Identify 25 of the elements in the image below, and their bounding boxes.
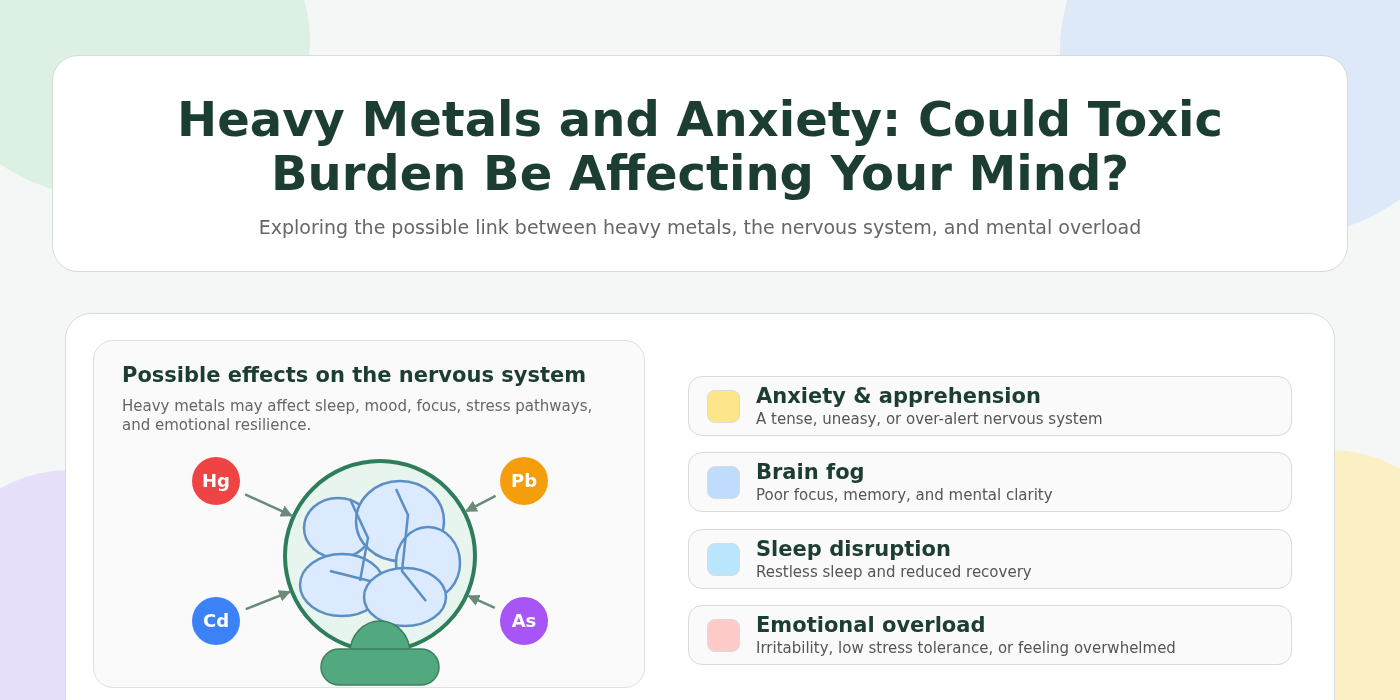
symptom-card (688, 452, 1292, 512)
arrow (464, 494, 497, 513)
panel-heading: Possible effects on the nervous system (122, 363, 587, 387)
metal-badge: Hg (192, 457, 240, 505)
symptom-card (688, 529, 1292, 589)
arrow (467, 594, 496, 609)
symptom-description: Poor focus, memory, and mental clarity (756, 486, 1053, 504)
symptom-card (688, 376, 1292, 436)
symptom-title: Anxiety & apprehension (756, 384, 1041, 408)
info-panel (93, 340, 645, 688)
panel-description: Heavy metals may affect sleep, mood, focus, stress pathways, and emotional resilience. (122, 397, 594, 435)
symptom-card (688, 605, 1292, 665)
arrow (244, 493, 293, 517)
symptom-title: Brain fog (756, 460, 865, 484)
symptom-description: Restless sleep and reduced recovery (756, 563, 1032, 581)
symptom-description: Irritability, low stress tolerance, or feeling overwhelmed (756, 639, 1176, 657)
arrow (245, 590, 291, 611)
metal-badge: Cd (192, 597, 240, 645)
page-title: Heavy Metals and Anxiety: Could Toxic Burden Be Affecting Your Mind? (176, 92, 1224, 200)
symptom-title: Emotional overload (756, 613, 986, 637)
metal-badge: As (500, 597, 548, 645)
metal-badge: Pb (500, 457, 548, 505)
page-subtitle: Exploring the possible link between heavy metals, the nervous system, and mental overload (257, 216, 1143, 238)
symptom-title: Sleep disruption (756, 537, 951, 561)
symptom-description: A tense, uneasy, or over-alert nervous system (756, 410, 1103, 428)
